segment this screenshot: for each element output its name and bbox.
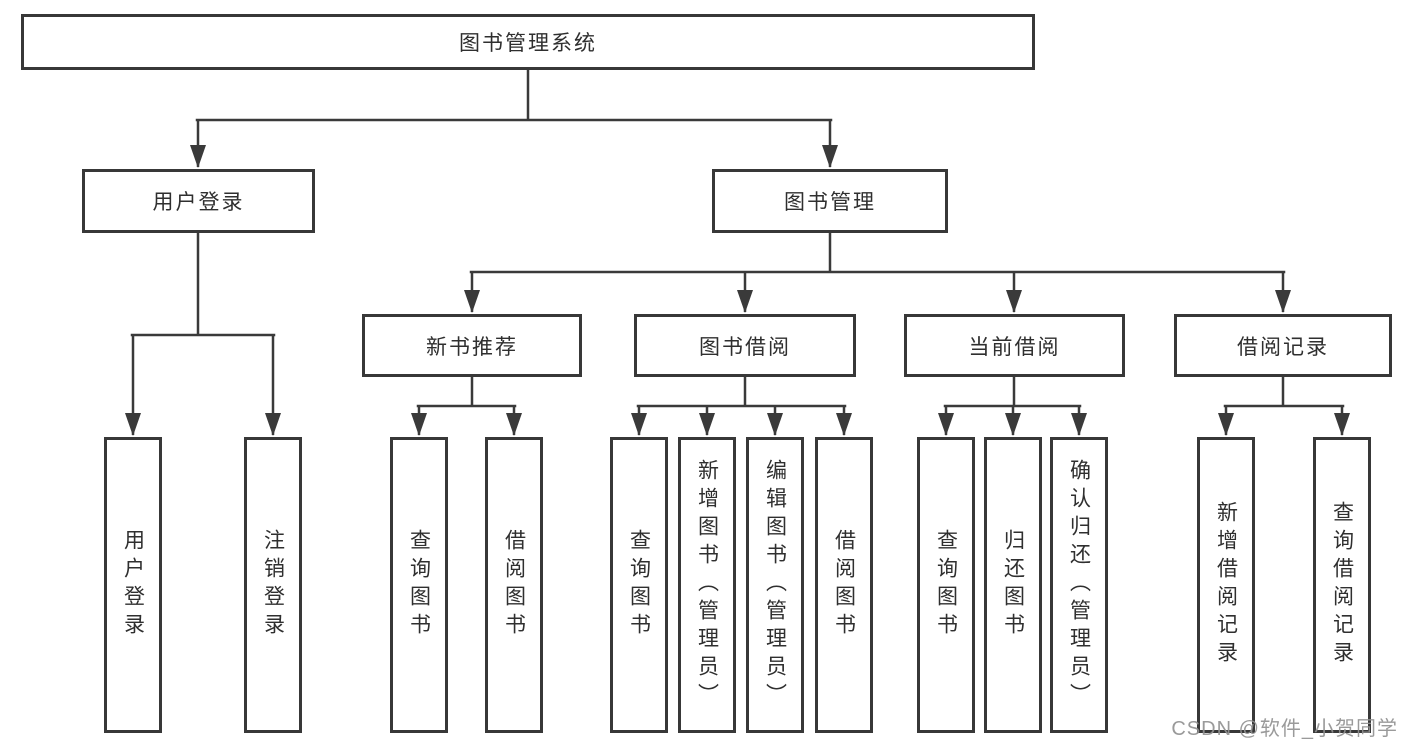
- leaf-query-books-2: 查询图书: [610, 437, 668, 733]
- leaf-borrow-books-2: 借阅图书: [815, 437, 873, 733]
- leaf-confirm-return-admin-label: 确认归还（管理员）: [1067, 459, 1091, 711]
- node-new-book-recommend: 新书推荐: [362, 314, 582, 377]
- connector-bookborrow-to-leaves: [631, 377, 852, 436]
- leaf-confirm-return-admin: 确认归还（管理员）: [1050, 437, 1108, 733]
- leaf-logout-label: 注销登录: [261, 529, 285, 641]
- node-user-login: 用户登录: [82, 169, 315, 233]
- leaf-query-borrow-record-label: 查询借阅记录: [1330, 501, 1354, 669]
- node-book-management-label: 图书管理: [784, 191, 876, 214]
- leaf-borrow-books-1: 借阅图书: [485, 437, 543, 733]
- connector-userlogin-to-leaves: [125, 233, 281, 436]
- leaf-user-login: 用户登录: [104, 437, 162, 733]
- leaf-return-books-label: 归还图书: [1001, 529, 1025, 641]
- node-current-borrowing: 当前借阅: [904, 314, 1125, 377]
- leaf-query-books-3: 查询图书: [917, 437, 975, 733]
- node-current-borrowing-label: 当前借阅: [968, 335, 1061, 359]
- node-new-book-recommend-label: 新书推荐: [426, 335, 518, 359]
- leaf-edit-books-admin-label: 编辑图书（管理员）: [763, 459, 787, 711]
- leaf-add-borrow-record-label: 新增借阅记录: [1214, 501, 1238, 669]
- connector-records-to-leaves: [1218, 377, 1350, 436]
- leaf-borrow-books-2-label: 借阅图书: [832, 529, 856, 641]
- leaf-return-books: 归还图书: [984, 437, 1042, 733]
- node-book-borrowing-label: 图书借阅: [699, 335, 791, 359]
- leaf-query-books-3-label: 查询图书: [934, 529, 958, 641]
- connector-root-to-level2: [190, 70, 838, 168]
- node-book-borrowing: 图书借阅: [634, 314, 856, 377]
- connector-newbooks-to-leaves: [411, 377, 522, 436]
- node-library-system: 图书管理系统: [21, 14, 1035, 70]
- node-book-management: 图书管理: [712, 169, 948, 233]
- leaf-add-books-admin-label: 新增图书（管理员）: [695, 459, 719, 711]
- leaf-edit-books-admin: 编辑图书（管理员）: [746, 437, 804, 733]
- node-user-login-label: 用户登录: [152, 191, 245, 214]
- leaf-borrow-books-1-label: 借阅图书: [502, 529, 526, 641]
- node-borrowing-records-label: 借阅记录: [1237, 335, 1329, 359]
- leaf-query-books-1-label: 查询图书: [407, 529, 431, 641]
- watermark: CSDN @软件_小贺同学: [1171, 718, 1398, 740]
- node-library-system-label: 图书管理系统: [459, 32, 597, 55]
- connector-bookmgmt-to-level3: [464, 233, 1291, 313]
- connector-currentborrow-to-leaves: [938, 377, 1087, 436]
- leaf-add-borrow-record: 新增借阅记录: [1197, 437, 1255, 733]
- leaf-query-borrow-record: 查询借阅记录: [1313, 437, 1371, 733]
- leaf-user-login-label: 用户登录: [121, 529, 145, 641]
- leaf-logout: 注销登录: [244, 437, 302, 733]
- node-borrowing-records: 借阅记录: [1174, 314, 1392, 377]
- leaf-query-books-2-label: 查询图书: [627, 529, 651, 641]
- leaf-query-books-1: 查询图书: [390, 437, 448, 733]
- leaf-add-books-admin: 新增图书（管理员）: [678, 437, 736, 733]
